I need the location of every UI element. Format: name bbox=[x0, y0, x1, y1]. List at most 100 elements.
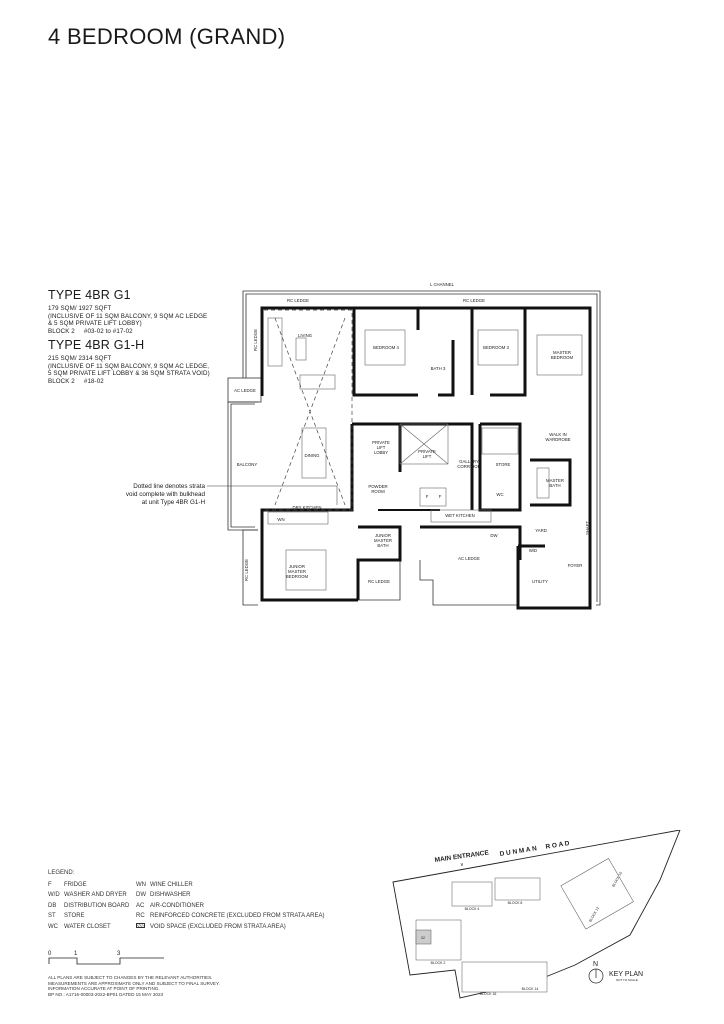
legend-desc: DISTRIBUTION BOARD bbox=[64, 902, 130, 909]
label-fridge: F bbox=[426, 494, 429, 499]
master-bed bbox=[536, 334, 583, 376]
bed-3 bbox=[477, 329, 519, 366]
block-8-outline bbox=[494, 877, 541, 901]
inclusion-line: (INCLUSIVE OF 11 SQM BALCONY, 9 SQM AC L… bbox=[48, 362, 210, 370]
legend-desc: STORE bbox=[64, 913, 85, 919]
legend-title: LEGEND: bbox=[48, 870, 75, 876]
legend-desc: WASHER AND DRYER bbox=[64, 892, 127, 898]
site-boundary bbox=[392, 830, 681, 999]
legend-code: F bbox=[48, 881, 52, 888]
label-master-bedroom: BEDROOM bbox=[551, 355, 574, 360]
block-line: BLOCK 2 #03-02 to #17-02 bbox=[48, 327, 133, 335]
label-junior-bedroom: MASTER bbox=[288, 569, 306, 574]
label-bedroom-3: BEDROOM 3 bbox=[483, 345, 509, 350]
legend-code: RC bbox=[136, 913, 145, 919]
legend-desc: AIR-CONDITIONER bbox=[150, 902, 204, 909]
road-label: D U N M A N R O A D bbox=[499, 840, 570, 858]
scale-tick-label: 0 bbox=[48, 951, 52, 957]
strata-void-dotted-line bbox=[264, 309, 353, 511]
entrance-chevron-icon: ∨ bbox=[460, 862, 464, 868]
label-junior-bedroom: BEDROOM bbox=[286, 574, 309, 579]
label-dishwasher: DW bbox=[490, 533, 498, 538]
label-private-lift: PRIVATE bbox=[418, 449, 436, 454]
label-gallery: CORRIDOR bbox=[457, 464, 480, 469]
label-walk-in-wardrobe: WALK IN bbox=[549, 432, 567, 437]
label-yard: YARD bbox=[535, 528, 547, 533]
label-powder-room: ROOM bbox=[371, 489, 385, 494]
legend-desc: REINFORCED CONCRETE (EXCLUDED FROM STRAT… bbox=[150, 913, 325, 919]
inclusion-line: (INCLUSIVE OF 11 SQM BALCONY, 9 SQM AC L… bbox=[48, 312, 208, 320]
block-14-16-outline bbox=[461, 961, 548, 993]
block-label: BLOCK 14 bbox=[522, 987, 539, 991]
label-bath-3: BATH 3 bbox=[431, 366, 446, 371]
scale-tick-label: 3 bbox=[117, 951, 121, 957]
label-lift-lobby: LOBBY bbox=[374, 450, 388, 455]
highlight-unit-label: 02 bbox=[421, 936, 425, 940]
note-line: at unit Type 4BR G1-H bbox=[141, 499, 205, 506]
label-wc: WC bbox=[496, 492, 503, 497]
legend-desc: WATER CLOSET bbox=[64, 923, 111, 930]
unit-02-highlight bbox=[415, 929, 432, 945]
label-lift-lobby: LIFT bbox=[377, 445, 386, 450]
label-rc-ledge: RC LEDGE bbox=[368, 579, 390, 584]
label-balcony: BALCONY bbox=[237, 462, 258, 467]
disclaimer: ALL PLANS ARE SUBJECT TO CHANGES BY THE … bbox=[48, 975, 220, 997]
tv-console bbox=[299, 374, 336, 390]
disclaimer-line: INFORMATION ACCURATE AT POINT OF PRINTIN… bbox=[48, 986, 160, 992]
legend-code: WN bbox=[136, 881, 146, 888]
label-junior-bath: JUNIOR bbox=[375, 533, 391, 538]
block-4-outline bbox=[451, 881, 493, 907]
scale-bar: 0 1 3 6M bbox=[48, 951, 164, 965]
label-powder-room: POWDER bbox=[368, 484, 387, 489]
legend-desc: WINE CHILLER bbox=[150, 881, 193, 888]
legend-code: ST bbox=[48, 913, 56, 919]
kitchen-counter bbox=[430, 509, 492, 523]
block-label: BLOCK 10 bbox=[611, 871, 623, 888]
label-junior-bath: BATH bbox=[377, 543, 388, 548]
label-walk-in-wardrobe: WARDROBE bbox=[545, 437, 570, 442]
disclaimer-line: MEASUREMENTS ARE APPROXIMATE ONLY AND SU… bbox=[48, 980, 220, 986]
key-plan: MAIN ENTRANCE ∨ D U N M A N R O A D 02 B… bbox=[392, 830, 681, 999]
inclusion-line: 5 SQM PRIVATE LIFT LOBBY & 36 SQM STRATA… bbox=[48, 370, 210, 378]
scale-tick-label: 1 bbox=[74, 951, 78, 957]
label-rc-ledge: RC LEDGE bbox=[244, 559, 249, 581]
scale-bar-end bbox=[120, 948, 160, 968]
area-line: 215 SQM/ 2314 SQFT bbox=[48, 355, 112, 362]
legend-code: AC bbox=[136, 902, 145, 909]
label-washer-dryer: W/D bbox=[529, 548, 537, 553]
dining-table bbox=[301, 427, 327, 479]
dry-kitchen-counter bbox=[267, 511, 329, 525]
label-master-bedroom: MASTER bbox=[553, 350, 571, 355]
note-line: Dotted line denotes strata bbox=[133, 483, 205, 490]
private-lift-shaft bbox=[399, 423, 449, 465]
label-junior-bath: MASTER bbox=[374, 538, 392, 543]
block-label: BLOCK 8 bbox=[508, 901, 523, 905]
junior-bed bbox=[285, 549, 327, 591]
block-label: BLOCK 16 bbox=[480, 992, 497, 996]
legend-desc: VOID SPACE (EXCLUDED FROM STRATA AREA) bbox=[150, 923, 286, 930]
block-label: BLOCK 4 bbox=[465, 907, 480, 911]
label-ac-ledge: AC LEDGE bbox=[458, 556, 480, 561]
north-label: N bbox=[593, 961, 598, 968]
unit-type-name: TYPE 4BR G1 bbox=[48, 288, 131, 302]
floor-plan: L CHANNEL RC LEDGE RC LEDGE RC LEDGE RC … bbox=[207, 282, 601, 610]
legend-desc: FRIDGE bbox=[64, 881, 87, 888]
key-plan-title: KEY PLAN bbox=[609, 971, 643, 978]
exterior-wall bbox=[260, 306, 592, 595]
disclaimer-line: BP NO.: A1716-00003-2022-BP01 DATED 15 M… bbox=[48, 991, 164, 997]
rc-ledge-left bbox=[242, 529, 258, 606]
label-wine-chiller: WN bbox=[277, 517, 284, 522]
coffee-table bbox=[295, 337, 307, 361]
label-rc-ledge: RC LEDGE bbox=[287, 298, 309, 303]
inclusion-line: & 5 SQM PRIVATE LIFT LOBBY) bbox=[48, 320, 142, 328]
label-gallery: GALLERY bbox=[459, 459, 479, 464]
disclaimer-line: ALL PLANS ARE SUBJECT TO CHANGES BY THE … bbox=[48, 975, 213, 980]
legend-code: W/D bbox=[48, 892, 60, 898]
fridge bbox=[419, 487, 447, 507]
block-label: BLOCK 2 bbox=[431, 961, 446, 965]
page-title: 4 BEDROOM (GRAND) bbox=[48, 24, 286, 49]
label-master-bath: MASTER bbox=[546, 478, 564, 483]
unit-type-g1: TYPE 4BR G1 179 SQM/ 1927 SQFT (INCLUSIV… bbox=[48, 288, 207, 335]
legend-desc: DISHWASHER bbox=[150, 892, 191, 898]
